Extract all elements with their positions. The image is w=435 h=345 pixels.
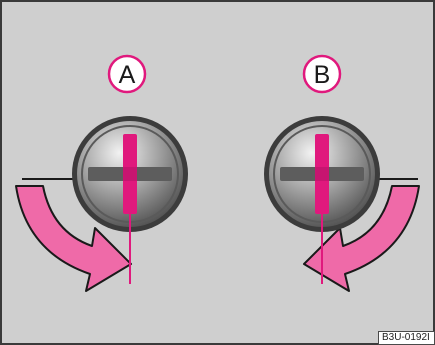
label-b: B <box>314 61 331 89</box>
image-code: B3U-0192I <box>378 331 435 345</box>
rotation-arrow-a <box>15 185 132 292</box>
control-b: B <box>264 54 420 292</box>
rotation-arrow-b <box>303 185 420 292</box>
control-a: A <box>15 54 188 292</box>
label-circle-b <box>302 54 342 94</box>
label-circle-a <box>107 54 147 94</box>
label-a: A <box>119 61 136 89</box>
